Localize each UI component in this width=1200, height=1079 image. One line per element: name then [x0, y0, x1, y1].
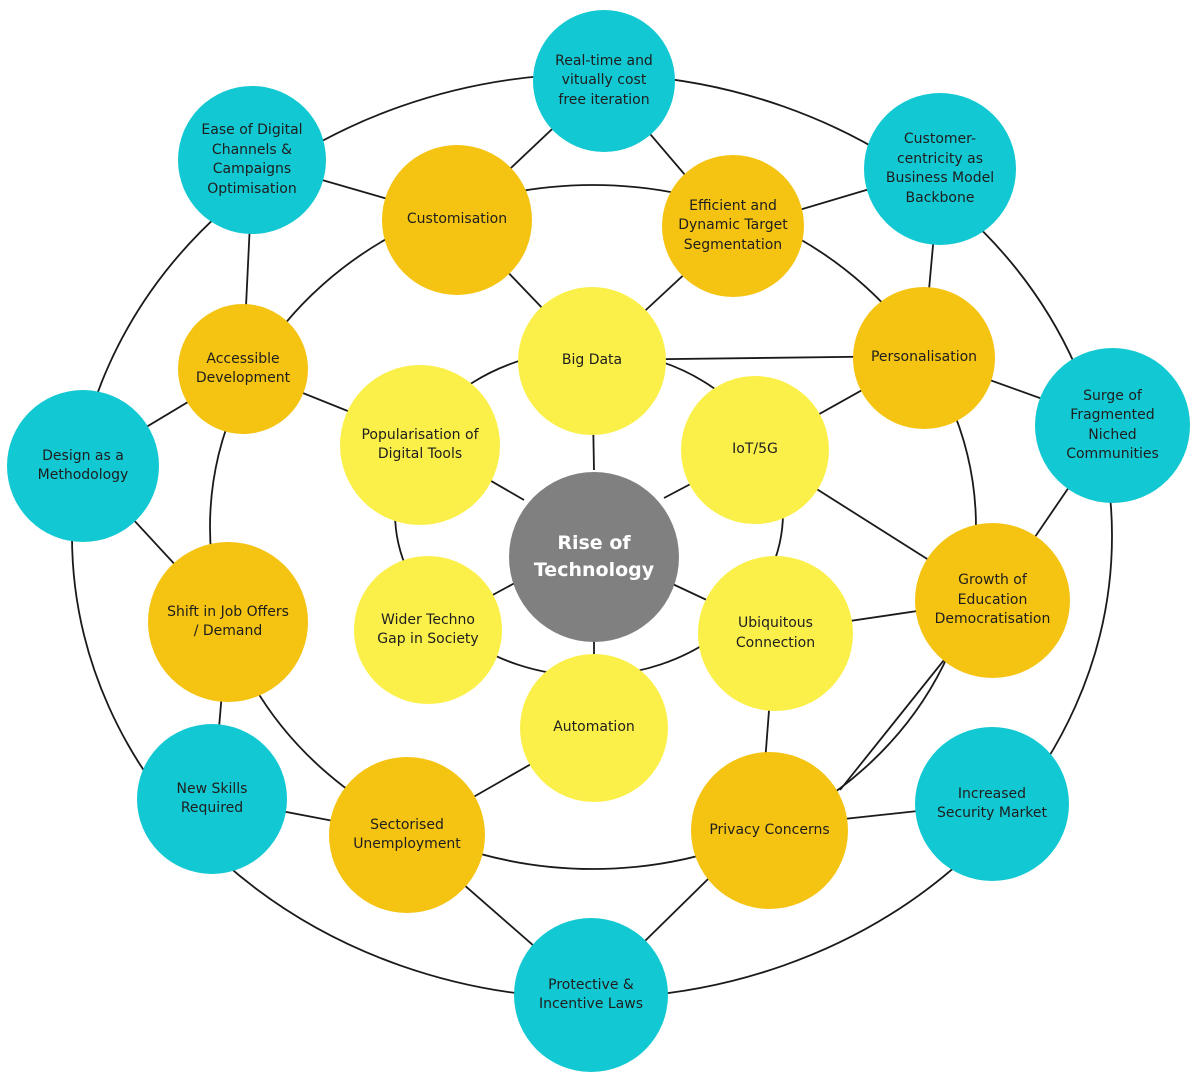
node-increased-security-market: Increased Security Market	[915, 727, 1069, 881]
node-rise-of-technology: Rise of Technology	[509, 472, 679, 642]
node-shift-job-offers: Shift in Job Offers / Demand	[148, 542, 308, 702]
node-efficient-dynamic-segmentation: Efficient and Dynamic Target Segmentatio…	[662, 155, 804, 297]
node-design-as-methodology: Design as a Methodology	[7, 390, 159, 542]
node-growth-education: Growth of Education Democratisation	[915, 523, 1070, 678]
node-ease-digital-channels: Ease of Digital Channels & Campaigns Opt…	[178, 86, 326, 234]
node-accessible-development: Accessible Development	[178, 304, 308, 434]
node-ubiquitous-connection: Ubiquitous Connection	[698, 556, 853, 711]
node-automation: Automation	[520, 654, 668, 802]
node-personalisation: Personalisation	[853, 287, 995, 429]
node-sectorised-unemployment: Sectorised Unemployment	[329, 757, 485, 913]
node-customer-centricity: Customer- centricity as Business Model B…	[864, 93, 1016, 245]
node-wider-techno-gap: Wider Techno Gap in Society	[354, 556, 502, 704]
node-new-skills-required: New Skills Required	[137, 724, 287, 874]
node-surge-fragmented-communities: Surge of Fragmented Niched Communities	[1035, 348, 1190, 503]
node-protective-incentive-laws: Protective & Incentive Laws	[514, 918, 668, 1072]
node-customisation: Customisation	[382, 145, 532, 295]
node-iot-5g: IoT/5G	[681, 376, 829, 524]
node-popularisation-digital-tools: Popularisation of Digital Tools	[340, 365, 500, 525]
node-big-data: Big Data	[518, 287, 666, 435]
node-privacy-concerns: Privacy Concerns	[691, 752, 848, 909]
node-realtime-iteration: Real-time and vitually cost free iterati…	[533, 10, 675, 152]
